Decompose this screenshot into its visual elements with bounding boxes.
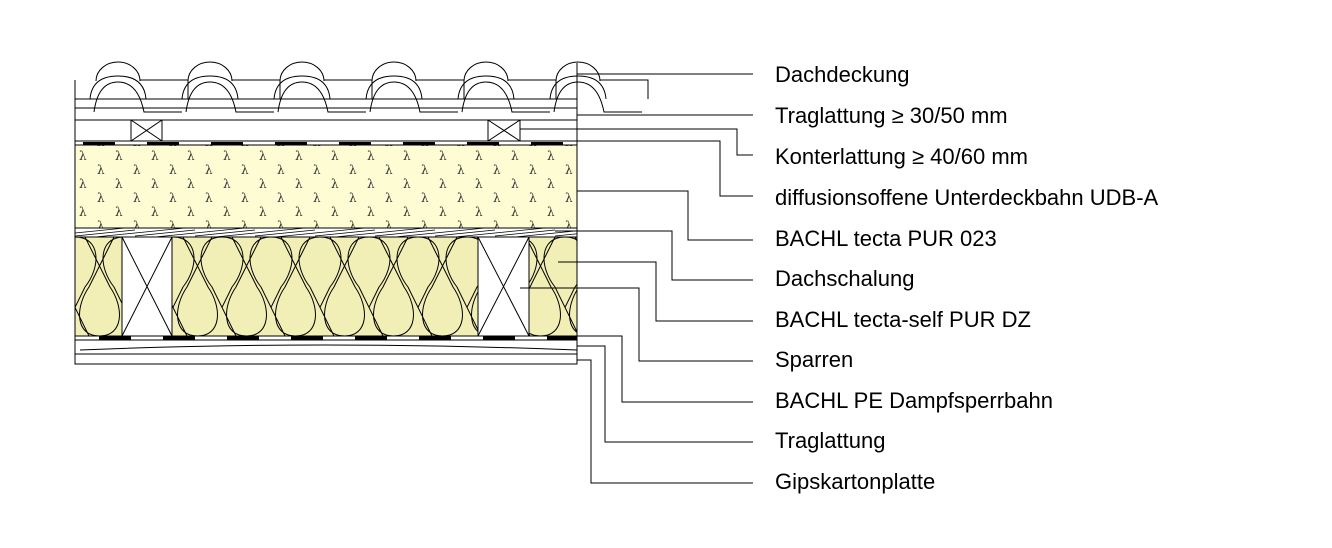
roof-tile (273, 61, 373, 113)
rafters (121, 236, 530, 337)
batten-2 (487, 119, 521, 142)
layer-label: Dachschalung (775, 266, 915, 291)
rafter-2 (477, 236, 530, 337)
roof-tile (181, 61, 281, 113)
roof-tile (89, 61, 189, 113)
roof-tile (365, 61, 465, 113)
layer-label: BACHL PE Dampfsperrbahn (775, 388, 1053, 413)
layer-label: BACHL tecta PUR 023 (775, 226, 997, 251)
layer-label: BACHL tecta-self PUR DZ (775, 307, 1031, 332)
layer-label: Sparren (775, 347, 854, 372)
lower-layers (74, 336, 578, 365)
roof-tile (457, 61, 557, 113)
batten-1 (130, 119, 163, 142)
layer-label: diffusionsoffene Unterdeckbahn UDB-A (775, 185, 1159, 210)
layer-label: Dachdeckung (775, 62, 910, 87)
battens-layer (75, 119, 577, 146)
rafter-1 (121, 236, 173, 337)
leader-lines (520, 73, 753, 484)
plasterboard (74, 353, 578, 365)
roof-tile (549, 61, 649, 113)
layer-label: Traglattung ≥ 30/50 mm (775, 103, 1008, 128)
layer-label: Konterlattung ≥ 40/60 mm (775, 144, 1028, 169)
layer-label: Traglattung (775, 428, 886, 453)
batten-wave (79, 344, 578, 351)
layer-label: Gipskartonplatte (775, 469, 936, 494)
